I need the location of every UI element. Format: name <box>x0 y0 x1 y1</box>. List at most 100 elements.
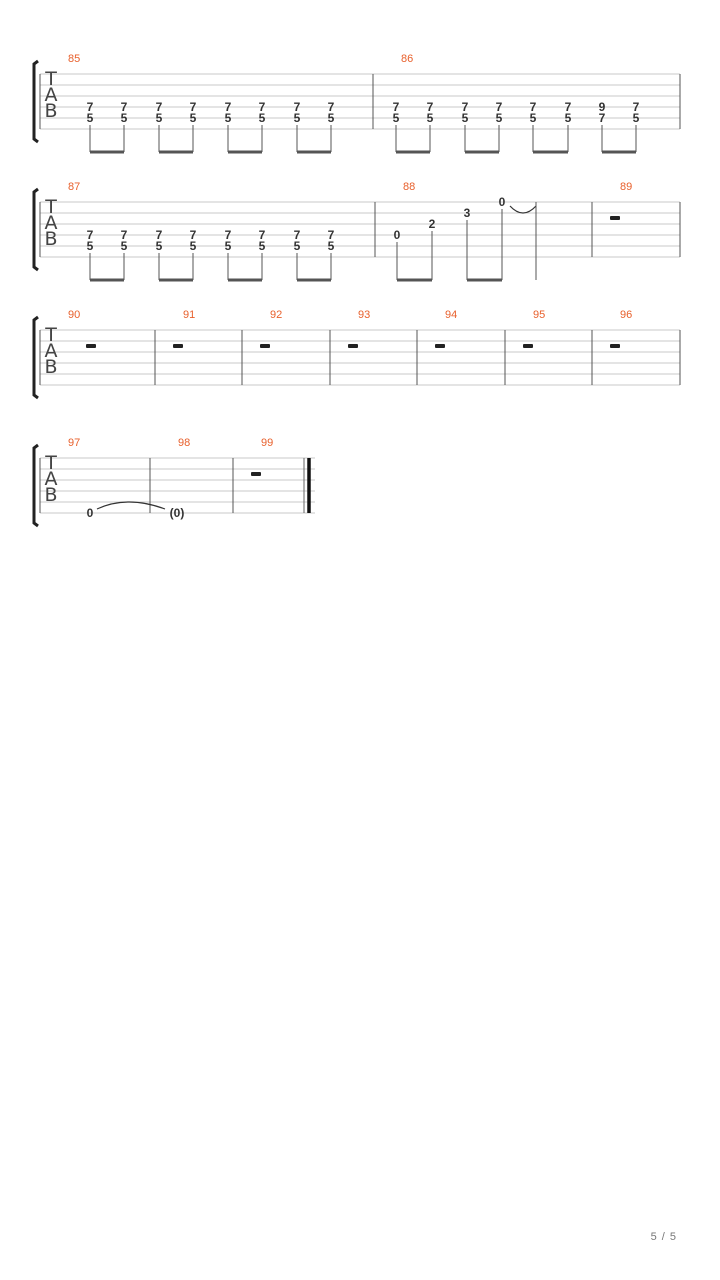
fret-number: 5 <box>496 111 503 125</box>
measure: 970 <box>68 437 166 520</box>
fret-number: 7 <box>565 100 572 114</box>
fret-number: 7 <box>190 100 197 114</box>
bar-number: 86 <box>401 53 413 65</box>
fret-number: 7 <box>294 100 301 114</box>
tab-clef-letter: A <box>45 84 58 106</box>
measure: 96 <box>610 309 632 348</box>
fret-number: 7 <box>121 228 128 242</box>
fret-number: 7 <box>190 228 197 242</box>
fret-number: 5 <box>225 239 232 253</box>
measure: 91 <box>173 309 195 348</box>
whole-rest <box>610 216 620 220</box>
fret-number: 7 <box>156 100 163 114</box>
bar-number: 96 <box>620 309 632 321</box>
tie-arc <box>509 205 537 214</box>
measure: 94 <box>435 309 457 348</box>
fret-number: 7 <box>328 228 335 242</box>
fret-number: 7 <box>225 228 232 242</box>
fret-number: 5 <box>190 111 197 125</box>
measure: 98 (0) <box>170 437 191 520</box>
fret-number: 2 <box>429 217 436 231</box>
bar-number: 93 <box>358 309 370 321</box>
fret-number: 7 <box>462 100 469 114</box>
whole-rest <box>348 344 358 348</box>
bar-number: 95 <box>533 309 545 321</box>
measure: 89 <box>610 181 632 220</box>
tab-clef-letter: B <box>44 484 57 506</box>
measure: 90 <box>68 309 96 348</box>
bar-number: 87 <box>68 181 80 193</box>
fret-number: 7 <box>496 100 503 114</box>
whole-rest <box>260 344 270 348</box>
bar-number: 98 <box>178 437 190 449</box>
fret-number: 5 <box>328 239 335 253</box>
fret-number: 9 <box>599 100 606 114</box>
system-bracket <box>32 59 39 144</box>
fret-number: 7 <box>121 100 128 114</box>
fret-number: 7 <box>259 100 266 114</box>
fret-number: 5 <box>225 111 232 125</box>
fret-number: 5 <box>121 239 128 253</box>
tab-clef-letter: A <box>45 212 58 234</box>
whole-rest <box>86 344 96 348</box>
whole-rest <box>251 472 261 476</box>
whole-rest <box>173 344 183 348</box>
fret-number: 7 <box>427 100 434 114</box>
fret-number: 7 <box>87 100 94 114</box>
fret-number: 5 <box>294 111 301 125</box>
system-bracket <box>32 187 39 272</box>
bar-number: 85 <box>68 53 80 65</box>
fret-number: 7 <box>599 111 606 125</box>
fret-number: 5 <box>530 111 537 125</box>
fret-number: 5 <box>393 111 400 125</box>
measure: 92 <box>260 309 282 348</box>
bar-number: 90 <box>68 309 80 321</box>
measure: 93 <box>348 309 370 348</box>
tab-clef-letter: T <box>44 68 57 90</box>
fret-number: 7 <box>87 228 94 242</box>
fret-number: 5 <box>259 111 266 125</box>
fret-number: 5 <box>633 111 640 125</box>
fret-number: 7 <box>633 100 640 114</box>
fret-number: 5 <box>87 239 94 253</box>
tab-clef-letter: B <box>44 100 57 122</box>
bar-number: 99 <box>261 437 273 449</box>
fret-number: 5 <box>328 111 335 125</box>
fret-number: 5 <box>259 239 266 253</box>
fret-number: 5 <box>156 111 163 125</box>
fret-number: 7 <box>259 228 266 242</box>
fret-number: (0) <box>170 506 185 520</box>
fret-number: 3 <box>464 206 471 220</box>
fret-number: 5 <box>427 111 434 125</box>
tie-arc <box>96 501 166 510</box>
bar-number: 91 <box>183 309 195 321</box>
fret-number: 7 <box>393 100 400 114</box>
bar-number: 97 <box>68 437 80 449</box>
whole-rest <box>610 344 620 348</box>
whole-rest <box>523 344 533 348</box>
fret-number: 7 <box>328 100 335 114</box>
fret-number: 0 <box>499 195 506 209</box>
fret-number: 7 <box>225 100 232 114</box>
system-bracket <box>32 443 39 528</box>
tab-clef-letter: T <box>44 196 57 218</box>
fret-number: 7 <box>530 100 537 114</box>
tab-clef-letter: A <box>45 468 58 490</box>
bar-number: 89 <box>620 181 632 193</box>
system-bracket <box>32 315 39 400</box>
fret-number: 5 <box>87 111 94 125</box>
fret-number: 5 <box>121 111 128 125</box>
bar-number: 94 <box>445 309 457 321</box>
fret-number: 5 <box>565 111 572 125</box>
fret-number: 5 <box>190 239 197 253</box>
tab-clef-letter: B <box>44 228 57 250</box>
page-number: 5 / 5 <box>650 1231 677 1243</box>
